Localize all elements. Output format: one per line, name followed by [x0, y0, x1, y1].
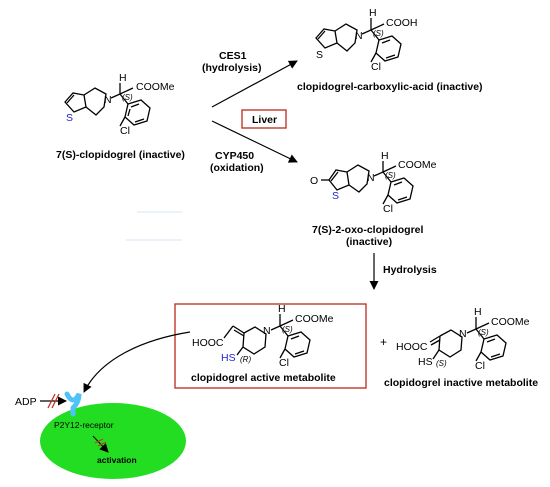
- oxo-clopidogrel-structure: [321, 161, 414, 205]
- oxo-name-line1: 7(S)-2-oxo-clopidogrel: [312, 224, 424, 236]
- activation-block-mark: [94, 438, 104, 444]
- binding-arrow: [83, 331, 191, 393]
- inactive-metabolite-structure: [429, 317, 507, 362]
- inactive-h-label: H: [474, 306, 482, 318]
- oxo-ester-label: COOMe: [398, 159, 437, 171]
- activation-arrow: [92, 435, 109, 453]
- clopidogrel-s-label: S: [66, 112, 73, 124]
- p2y12-label: P2Y12-receptor: [54, 420, 114, 430]
- active-n-label: N: [263, 325, 271, 337]
- inactive-cl-label: Cl: [475, 360, 485, 372]
- activation-block-mark: [97, 441, 107, 447]
- oxo-o-label: O: [310, 175, 318, 187]
- plus-sign: +: [380, 335, 387, 349]
- inactive-metabolite-name: clopidogrel inactive metabolite: [384, 377, 538, 389]
- active-h-label: H: [278, 303, 286, 315]
- clopidogrel-name: 7(S)-clopidogrel (inactive): [56, 149, 185, 161]
- ces1-sublabel: (hydrolysis): [202, 62, 262, 74]
- active-cl-label: Cl: [279, 357, 289, 369]
- ces1-label: CES1: [219, 50, 247, 62]
- active-ester-label: COOMe: [295, 313, 334, 325]
- activation-label: activation: [97, 455, 137, 465]
- carboxylic-name: clopidogrel-carboxylic-acid (inactive): [297, 81, 483, 93]
- oxo-s-label: S: [332, 190, 339, 202]
- clopidogrel-structure: [64, 83, 151, 127]
- clopidogrel-n-label: N: [104, 94, 112, 106]
- active-stereo-r: (R): [240, 355, 251, 364]
- oxo-h-label: H: [381, 150, 389, 162]
- inactive-n-label: N: [459, 328, 467, 340]
- carboxylic-acid-structure: [315, 18, 402, 63]
- adp-block-mark: [47, 393, 56, 409]
- inactive-ester-label: COOMe: [491, 316, 530, 328]
- carboxylic-n-label: N: [355, 30, 363, 42]
- liver-label: Liver: [252, 114, 277, 126]
- active-hooc-label: HOOC: [192, 337, 224, 349]
- cell-ellipse: [40, 403, 186, 479]
- inactive-stereo-1: (S): [478, 328, 489, 337]
- carboxylic-s-label: S: [316, 49, 323, 61]
- ces1-arrow: [211, 60, 298, 108]
- oxo-name-line2: (inactive): [346, 236, 392, 248]
- oxo-cl-label: Cl: [383, 203, 393, 215]
- active-hs-label: HS: [221, 352, 236, 364]
- cyp450-arrow: [211, 120, 298, 163]
- clopidogrel-cl-label: Cl: [120, 125, 130, 137]
- oxo-stereo: (S): [385, 171, 396, 180]
- carboxylic-h-label: H: [369, 7, 377, 19]
- active-metabolite-box: [174, 303, 367, 389]
- inactive-stereo-2: (S): [436, 359, 447, 368]
- liver-box: [241, 109, 287, 129]
- cyp450-sublabel: (oxidation): [210, 162, 264, 174]
- inactive-hooc-label: HOOC: [396, 341, 428, 353]
- p2y12-receptor-shape: [64, 391, 82, 417]
- carboxylic-acid-label: COOH: [386, 17, 418, 29]
- hydrolysis-label: Hydrolysis: [383, 264, 437, 276]
- cyp450-label: CYP450: [215, 150, 254, 162]
- adp-block-mark: [51, 393, 60, 409]
- active-metabolite-structure: [223, 314, 311, 359]
- carboxylic-cl-label: Cl: [371, 61, 381, 73]
- inactive-hs-label: HS: [418, 356, 433, 368]
- clopidogrel-stereo: (S): [122, 93, 133, 102]
- active-metabolite-name: clopidogrel active metabolite: [191, 372, 336, 384]
- carboxylic-stereo: (S): [373, 29, 384, 38]
- clopidogrel-ester-label: COOMe: [136, 81, 175, 93]
- oxo-n-label: N: [367, 172, 375, 184]
- active-stereo-s: (S): [282, 325, 293, 334]
- clopidogrel-h-label: H: [119, 72, 127, 84]
- adp-label: ADP: [15, 396, 37, 408]
